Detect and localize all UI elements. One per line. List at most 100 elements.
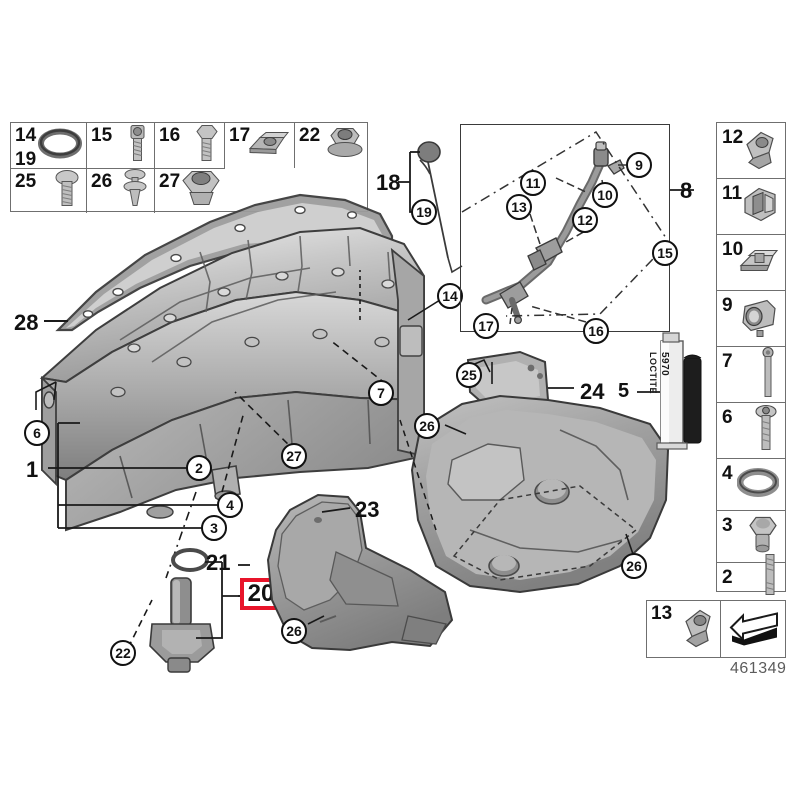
callout-21: 21	[206, 550, 231, 575]
part-number-12: 12	[722, 127, 744, 148]
part-number-22: 22	[299, 125, 321, 146]
callout-25-shield: 25	[456, 362, 482, 388]
part-cell-22[interactable]: 22	[295, 123, 369, 168]
part-number-14: 14	[15, 125, 37, 146]
detail-callout-17: 17	[473, 313, 499, 339]
detail-callout-13: 13	[506, 194, 532, 220]
part-cell-11[interactable]: 11	[717, 179, 785, 235]
part-cell-9[interactable]: 9	[717, 291, 785, 347]
callout-26-right: 26	[621, 553, 647, 579]
part-number-19: 19	[15, 149, 37, 170]
detail-callout-12: 12	[572, 207, 598, 233]
part-cell-2[interactable]: 2	[717, 554, 785, 595]
detail-callout-15: 15	[652, 240, 678, 266]
direction-arrow-icon	[725, 606, 783, 653]
parts-box-bottomright: 13	[646, 600, 786, 658]
part-cell-4[interactable]: 4	[717, 459, 785, 511]
round-head-screw-icon	[52, 169, 82, 214]
part-cell-15[interactable]: 15	[87, 123, 155, 168]
callout-4: 4	[217, 492, 243, 518]
part-cell-6[interactable]: 6	[717, 403, 785, 459]
expanding-rivet-icon	[120, 168, 150, 215]
diagram-id: 461349	[730, 660, 787, 677]
hex-head-bolt-icon	[190, 123, 220, 168]
part-number-27: 27	[159, 171, 181, 192]
parts-grid-topleft: 14 19 15 16	[10, 122, 369, 213]
detail-frame-number-8: 8	[680, 178, 693, 203]
part-cell-27[interactable]: 27	[155, 168, 225, 213]
direction-arrow-cell	[721, 601, 787, 657]
part-number-9: 9	[722, 295, 733, 316]
part-number-15: 15	[91, 125, 113, 146]
callout-26-left: 26	[281, 618, 307, 644]
flange-nut-icon	[323, 125, 365, 166]
callout-19: 19	[411, 199, 437, 225]
highlight-part-20[interactable]: 20	[240, 578, 282, 610]
sealant-number-5: 5	[618, 380, 630, 402]
callout-27: 27	[281, 443, 307, 469]
part-cell-3[interactable]: 3	[717, 511, 785, 563]
hex-nut-icon	[177, 169, 221, 214]
part-number-6: 6	[722, 407, 733, 428]
part-cell-26[interactable]: 26	[87, 168, 155, 213]
callout-7: 7	[368, 380, 394, 406]
dipstick-guide-detail-frame	[460, 124, 670, 332]
leader-28	[44, 320, 68, 322]
callout-1: 1	[26, 457, 39, 482]
part-cell-13[interactable]: 13	[647, 601, 721, 657]
callout-18: 18	[376, 170, 401, 195]
o-ring-icon	[38, 127, 82, 164]
callout-28: 28	[14, 310, 39, 335]
callout-23: 23	[355, 497, 380, 522]
loctite-product-code: 5970	[659, 352, 670, 377]
part-number-11: 11	[722, 183, 743, 204]
part-number-2: 2	[722, 567, 733, 588]
callout-22: 22	[110, 640, 136, 666]
pipe-clamp-icon	[737, 294, 779, 343]
drain-plug-icon	[745, 513, 779, 560]
bracket-clip-icon	[676, 604, 716, 655]
part-number-4: 4	[722, 463, 733, 484]
part-number-26: 26	[91, 171, 113, 192]
callout-14: 14	[437, 283, 463, 309]
callout-2: 2	[186, 455, 212, 481]
highlight-number: 20	[247, 580, 275, 607]
part-number-17: 17	[229, 125, 251, 146]
part-cell-14-19[interactable]: 14 19	[11, 123, 87, 170]
part-number-10: 10	[722, 239, 744, 260]
part-number-3: 3	[722, 515, 733, 536]
detail-callout-9: 9	[626, 152, 652, 178]
part-number-25: 25	[15, 171, 37, 192]
part-cell-10[interactable]: 10	[717, 235, 785, 291]
callout-6: 6	[24, 420, 50, 446]
detail-callout-16: 16	[583, 318, 609, 344]
part-number-7: 7	[722, 351, 733, 372]
loctite-brand-text: LOCTITE	[648, 352, 658, 394]
threaded-stud-icon	[761, 553, 779, 602]
part-cell-16[interactable]: 16	[155, 123, 225, 168]
collar-screw-icon	[753, 403, 779, 458]
part-cell-12[interactable]: 12	[717, 123, 785, 179]
detail-callout-10: 10	[592, 182, 618, 208]
part-number-16: 16	[159, 125, 181, 146]
socket-head-screw-icon	[124, 123, 150, 168]
part-cell-25[interactable]: 25	[11, 168, 87, 213]
cage-nut-icon	[246, 128, 290, 163]
part-cell-7[interactable]: 7	[717, 346, 785, 403]
detail-callout-11: 11	[520, 170, 546, 196]
callout-24: 24	[580, 379, 605, 404]
part-cell-17[interactable]: 17	[225, 123, 295, 168]
retaining-clip-icon	[737, 243, 779, 282]
callout-26-mid: 26	[414, 413, 440, 439]
parts-column-right: 12 11 10	[716, 122, 786, 595]
